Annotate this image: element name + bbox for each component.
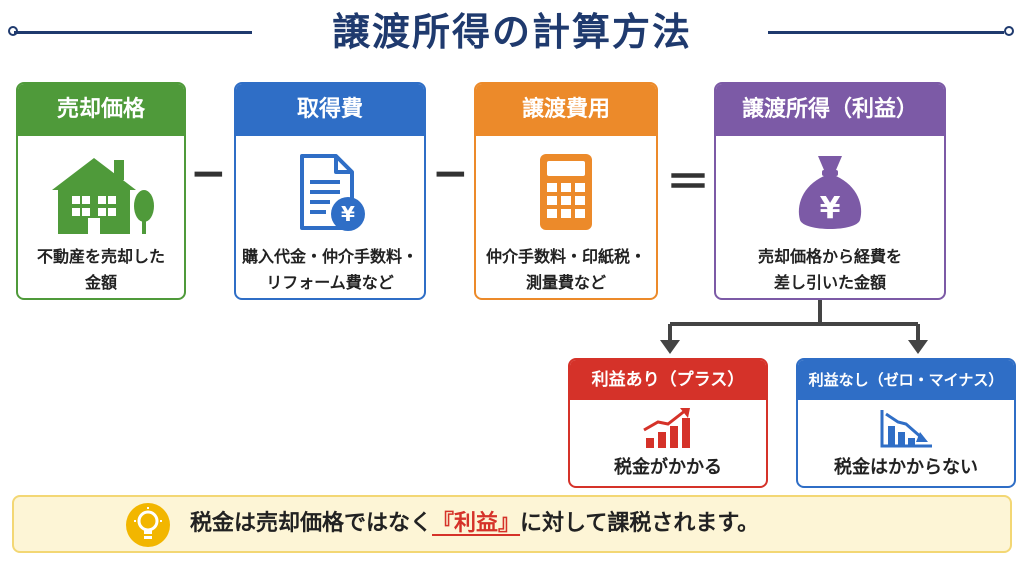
card-transfer-expenses: 譲渡費用 仲介手数料・印紙税・ 測量費など [474,82,658,300]
result-profit: 利益あり（プラス） 税金がかかる [568,358,768,488]
card-transfer-expenses-label: 譲渡費用 [476,84,656,136]
page-title: 譲渡所得の計算方法 [331,10,692,54]
result-profit-label: 利益あり（プラス） [570,360,766,400]
result-no-profit-label: 利益なし（ゼロ・マイナス） [798,360,1014,400]
result-profit-text: 税金がかかる [614,457,722,478]
note-text: 税金は売却価格ではなく『利益』に対して課税されます。 [190,511,760,536]
chart-down-icon [798,406,1014,450]
card-transfer-income: 譲渡所得（利益） ¥ 売却価格から経費を 差し引いた金額 [714,82,946,300]
minus-operator-2: − [432,148,469,199]
chart-up-icon [570,406,766,450]
card-acquisition-cost-label: 取得費 [236,84,424,136]
result-no-profit: 利益なし（ゼロ・マイナス） 税金はかからない [796,358,1016,488]
card-transfer-expenses-desc: 仲介手数料・印紙税・ 測量費など [485,247,646,292]
result-no-profit-text: 税金はかからない [834,457,978,478]
equals-operator: ＝ [666,157,710,208]
title-line-left [14,31,252,34]
card-acquisition-cost: 取得費 ¥ 購入代金・仲介手数料・ リフォーム費など [234,82,426,300]
note-box: 税金は売却価格ではなく『利益』に対して課税されます。 [12,495,1012,553]
card-sale-price-label: 売却価格 [18,84,184,136]
lightbulb-icon [126,503,170,547]
house-icon [18,150,184,242]
money-bag-yen-icon: ¥ [716,150,944,242]
card-transfer-income-desc: 売却価格から経費を 差し引いた金額 [757,247,902,292]
minus-operator-1: − [190,148,227,199]
calculator-icon [476,150,656,242]
note-emphasis: 『利益』 [432,511,521,536]
card-transfer-income-label: 譲渡所得（利益） [716,84,944,136]
document-yen-icon: ¥ [236,150,424,242]
title-line-right [768,31,1004,34]
card-sale-price: 売却価格 不動産を売却した 金額 [16,82,186,300]
title-bar: 譲渡所得の計算方法 [0,0,1024,64]
card-acquisition-cost-desc: 購入代金・仲介手数料・ リフォーム費など [241,247,418,292]
svg-text:¥: ¥ [341,202,355,226]
card-sale-price-desc: 不動産を売却した 金額 [36,247,165,292]
title-line-right-dot [1004,26,1014,36]
svg-text:¥: ¥ [820,191,841,226]
